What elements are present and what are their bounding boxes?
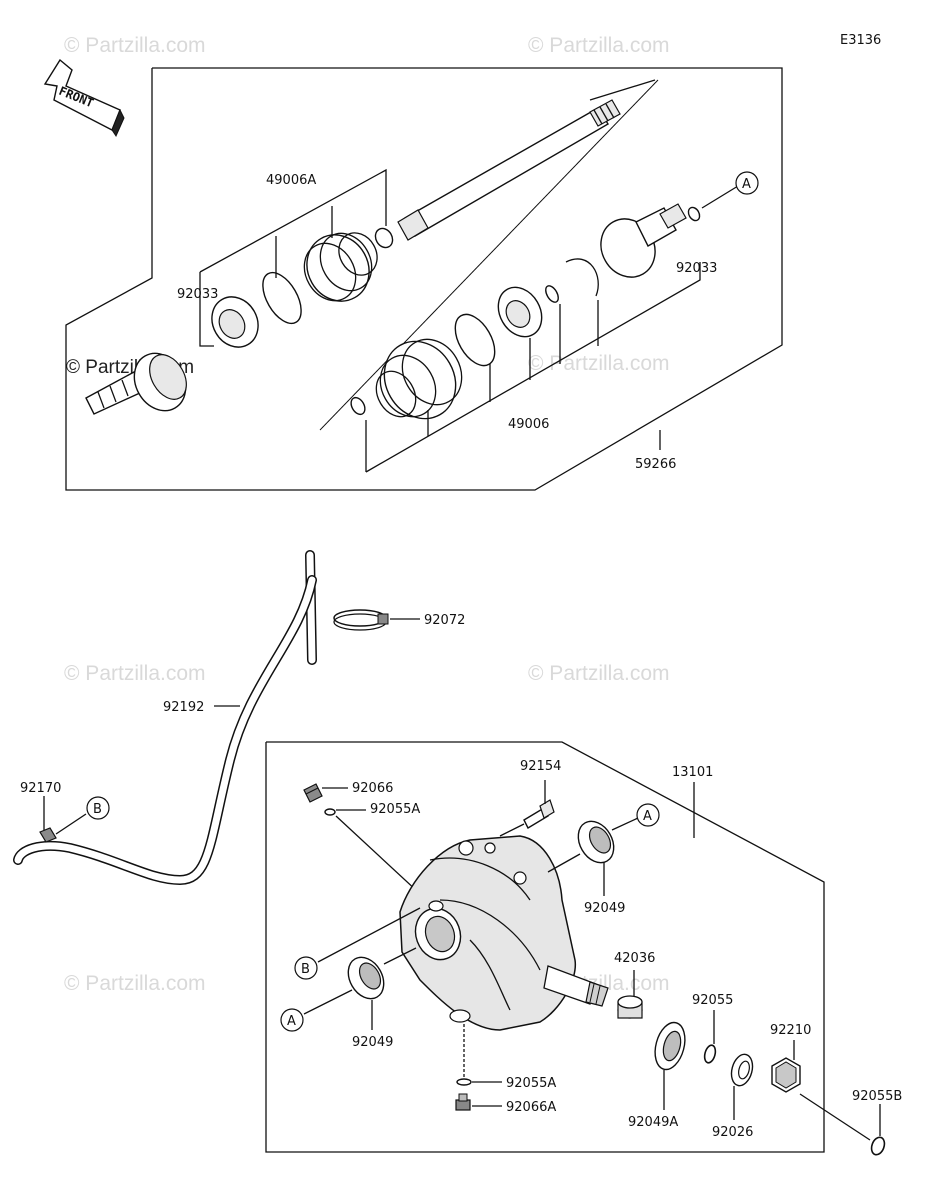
leader	[611, 817, 639, 831]
leader	[701, 185, 739, 209]
watermark: © Partzilla.com	[528, 34, 670, 57]
circlip	[565, 258, 599, 297]
leader	[547, 853, 581, 873]
watermark: © Partzilla.com	[528, 352, 670, 375]
leader-92033-left	[199, 272, 214, 347]
callout-a-label: A	[742, 177, 751, 192]
gear-case-boundary	[265, 741, 825, 1153]
callout-a-left	[280, 1008, 304, 1032]
leader	[383, 947, 417, 965]
callout-b-label: B	[301, 962, 310, 977]
drain-plug-92066	[303, 783, 323, 803]
leader	[303, 989, 353, 1015]
cv-cage-left	[211, 296, 259, 348]
boot-49006A	[303, 232, 378, 302]
drive-shaft	[397, 99, 621, 241]
part-92072: 92072	[424, 613, 465, 628]
leader-59266	[365, 262, 701, 473]
watermark: © Partzilla.com	[64, 972, 206, 995]
callout-a-top	[735, 171, 759, 195]
watermark: © Partzilla.com	[528, 662, 670, 685]
callout-a-right	[636, 803, 660, 827]
part-92049-top: 92049	[584, 901, 625, 916]
watermark: © Partzilla.com	[64, 34, 206, 57]
clip-92170	[39, 827, 57, 843]
boot-clamp-right-small	[350, 396, 366, 416]
o-ring-92055	[703, 1044, 717, 1064]
cv-cage-right	[497, 286, 543, 338]
leader	[589, 79, 656, 101]
part-92033-right: 92033	[676, 261, 717, 276]
callout-b-case	[294, 956, 318, 980]
part-92154: 92154	[520, 759, 561, 774]
leader-49006A	[199, 168, 387, 273]
washer-92026	[730, 1053, 754, 1087]
part-92055A-top: 92055A	[370, 802, 420, 817]
oil-seal-92049A	[654, 1021, 686, 1071]
snap-ring-end	[687, 206, 701, 222]
callout-a-label: A	[287, 1014, 296, 1029]
boot-band-left	[262, 271, 302, 325]
part-92033-left: 92033	[177, 287, 218, 302]
leader	[335, 815, 419, 893]
watermarks: © Partzilla.com © Partzilla.com © Partzi…	[64, 34, 670, 995]
part-92055A-bottom: 92055A	[506, 1076, 556, 1091]
boot-band-right	[454, 313, 496, 367]
callout-a-label: A	[643, 809, 652, 824]
leader	[317, 907, 421, 963]
part-92170: 92170	[20, 781, 61, 796]
part-49006: 49006	[508, 417, 549, 432]
drain-plug-92066A	[455, 1093, 471, 1111]
o-ring-92055A-top	[324, 808, 336, 816]
snap-ring-small	[545, 285, 559, 303]
vent-hose-92192	[13, 550, 317, 886]
leader	[55, 813, 87, 835]
part-92055B: 92055B	[852, 1089, 902, 1104]
part-92210: 92210	[770, 1023, 811, 1038]
leader	[499, 823, 525, 837]
boot-49006	[375, 338, 463, 420]
callout-b-label: B	[93, 802, 102, 817]
part-92049-left: 92049	[352, 1035, 393, 1050]
o-ring-92055B	[870, 1136, 886, 1156]
part-92026: 92026	[712, 1125, 753, 1140]
nut-92210	[771, 1057, 801, 1093]
callout-b-left	[86, 796, 110, 820]
watermark: © Partzilla.com	[64, 662, 206, 685]
o-ring-92055A-bottom	[456, 1078, 472, 1086]
hose-clamp-92072	[333, 609, 389, 631]
part-49006A: 49006A	[266, 173, 316, 188]
inner-cv-joint	[600, 203, 687, 278]
part-92066A: 92066A	[506, 1100, 556, 1115]
diagram-code: E3136	[840, 33, 881, 48]
shaft-axis	[319, 79, 659, 431]
part-13101: 13101	[672, 765, 713, 780]
part-42036: 42036	[614, 951, 655, 966]
oil-seal-92049-left	[347, 956, 385, 1000]
oil-seal-92049-top	[577, 820, 615, 864]
bolt-92154	[523, 799, 555, 829]
boot-clamp-small	[374, 227, 394, 249]
shaft-assembly-boundary	[65, 67, 783, 491]
front-arrow-icon: FRONT	[43, 58, 125, 138]
leader	[799, 1093, 871, 1141]
collar-42036	[617, 995, 643, 1019]
part-59266: 59266	[635, 457, 676, 472]
part-92192: 92192	[163, 700, 204, 715]
part-92049A: 92049A	[628, 1115, 678, 1130]
outer-cv-joint	[85, 352, 187, 415]
part-92066: 92066	[352, 781, 393, 796]
final-gear-case	[399, 835, 609, 1031]
part-92055: 92055	[692, 993, 733, 1008]
